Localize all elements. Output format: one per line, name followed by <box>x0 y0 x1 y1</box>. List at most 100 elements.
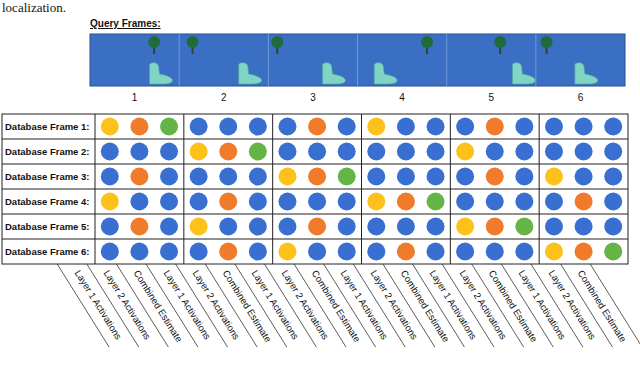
activation-dot <box>278 193 296 211</box>
row-line <box>2 164 628 165</box>
tree-crown <box>187 36 199 48</box>
activation-dot <box>219 143 237 161</box>
frame-number: 1 <box>125 92 145 103</box>
frame-number: 6 <box>570 92 590 103</box>
activation-dot <box>101 218 119 236</box>
activation-dot <box>486 243 504 261</box>
activation-dot <box>397 193 415 211</box>
activation-dot <box>575 168 593 186</box>
activation-dot <box>219 243 237 261</box>
group-line <box>272 114 273 264</box>
activation-dot <box>397 218 415 236</box>
caption-fragment: localization. <box>2 0 66 16</box>
activation-dot <box>130 193 148 211</box>
activation-dot <box>338 218 356 236</box>
row-line <box>2 214 628 215</box>
activation-dot <box>604 143 622 161</box>
activation-dot <box>160 193 178 211</box>
frame-divider <box>535 34 536 86</box>
activation-dot <box>575 218 593 236</box>
row-label: Database Frame 3: <box>5 164 89 189</box>
activation-dot <box>101 168 119 186</box>
row-label: Database Frame 1: <box>5 114 89 139</box>
activation-dot <box>515 168 533 186</box>
activation-dot <box>160 118 178 136</box>
tree-crown <box>494 36 506 48</box>
foot-icon <box>150 63 173 84</box>
activation-dot <box>160 143 178 161</box>
activation-dot <box>249 218 267 236</box>
activation-dot <box>338 168 356 186</box>
activation-dot <box>249 168 267 186</box>
activation-dot <box>545 243 563 261</box>
activation-dot <box>575 193 593 211</box>
frame-divider <box>357 34 358 86</box>
activation-dot <box>308 168 326 186</box>
activation-dot <box>101 143 119 161</box>
activation-dot <box>278 168 296 186</box>
row-label: Database Frame 5: <box>5 214 89 239</box>
activation-dot <box>101 118 119 136</box>
activation-dot <box>367 118 385 136</box>
activation-dot <box>130 218 148 236</box>
activation-dot <box>278 218 296 236</box>
activation-dot <box>249 243 267 261</box>
activation-dot <box>427 168 445 186</box>
activation-dot <box>397 168 415 186</box>
activation-dot <box>338 118 356 136</box>
row-line <box>2 239 628 240</box>
activation-dot <box>249 143 267 161</box>
row-line <box>2 139 628 140</box>
activation-dot <box>367 143 385 161</box>
activation-dot <box>338 143 356 161</box>
activation-dot <box>190 218 208 236</box>
activation-dot <box>515 218 533 236</box>
tree-crown <box>421 36 433 48</box>
row-label: Database Frame 6: <box>5 239 89 264</box>
activation-dot <box>130 243 148 261</box>
activation-dot <box>604 243 622 261</box>
frame-divider <box>268 34 269 86</box>
activation-dot <box>604 218 622 236</box>
activation-dot <box>456 118 474 136</box>
activation-dot <box>604 168 622 186</box>
activation-dot <box>190 118 208 136</box>
activation-dot <box>427 193 445 211</box>
group-line <box>450 114 451 264</box>
activation-dot <box>101 193 119 211</box>
activation-dot <box>160 168 178 186</box>
activation-dot <box>308 118 326 136</box>
foot-icon <box>575 63 598 84</box>
table-frame <box>2 114 628 264</box>
activation-dot <box>190 143 208 161</box>
frame-divider <box>179 34 180 86</box>
activation-dot <box>575 243 593 261</box>
activation-dot <box>367 243 385 261</box>
activation-dot <box>486 218 504 236</box>
foot-icon <box>374 63 397 84</box>
activation-dot <box>308 218 326 236</box>
activation-dot <box>397 243 415 261</box>
activation-dot <box>190 193 208 211</box>
query-frames <box>148 34 598 86</box>
activation-dot <box>308 143 326 161</box>
activation-dot <box>486 193 504 211</box>
activation-dot <box>190 168 208 186</box>
activation-dot <box>249 193 267 211</box>
activation-dot <box>575 118 593 136</box>
activation-dot <box>308 243 326 261</box>
activation-dot <box>190 243 208 261</box>
activation-dot <box>456 193 474 211</box>
activation-dot <box>219 193 237 211</box>
activation-dot <box>486 118 504 136</box>
activation-dot <box>604 118 622 136</box>
tree-crown <box>541 36 553 48</box>
activation-dot <box>130 143 148 161</box>
group-line <box>95 114 96 264</box>
activation-dot <box>456 143 474 161</box>
group-line <box>183 114 184 264</box>
activation-dot <box>338 243 356 261</box>
match-grid <box>2 114 628 264</box>
activation-dot <box>308 193 326 211</box>
row-label: Database Frame 2: <box>5 139 89 164</box>
